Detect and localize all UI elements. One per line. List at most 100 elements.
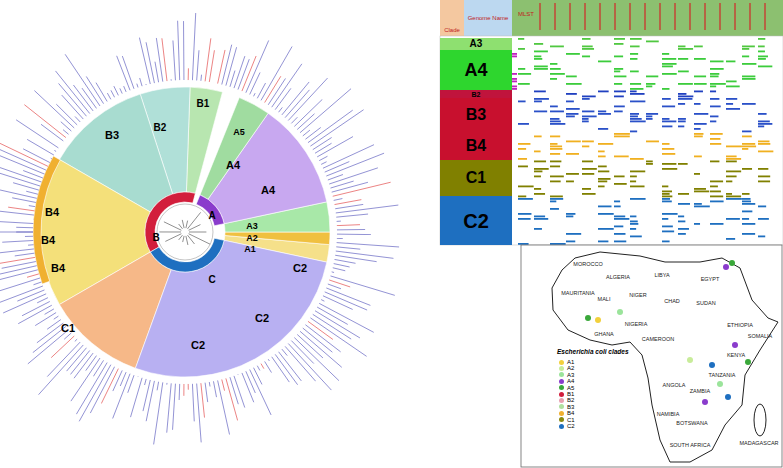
leaf-label-line xyxy=(76,363,107,415)
heatmap-cell xyxy=(614,218,629,220)
leaf-label-line xyxy=(33,219,34,220)
heatmap-cell xyxy=(534,161,546,163)
leaf-label-line xyxy=(335,200,362,205)
heatmap-cell xyxy=(678,103,685,105)
heatmap-cell xyxy=(758,151,773,153)
heatmap-cell xyxy=(614,106,625,108)
heatmap-cell xyxy=(710,196,723,198)
heatmap-cell xyxy=(710,61,724,63)
leaf-label-line xyxy=(26,191,38,194)
heatmap-cell xyxy=(566,241,575,243)
legend-swatch xyxy=(559,379,564,384)
leaf-label-line xyxy=(117,56,130,90)
heatmap-cell xyxy=(742,48,749,50)
leaf-label-line xyxy=(0,232,33,233)
heatmap-cell xyxy=(646,113,658,115)
heatmap-cell xyxy=(662,73,677,75)
heatmap-cell xyxy=(694,103,701,105)
leaf-label-line xyxy=(334,264,350,267)
leaf-label-line xyxy=(137,84,138,88)
heatmap-cell xyxy=(566,53,580,55)
leaf-label-line xyxy=(62,95,84,119)
clade-label: A4 xyxy=(261,185,275,196)
tree-branch xyxy=(189,234,211,244)
clade-label: A1 xyxy=(244,245,256,254)
leaf-label-line xyxy=(183,21,184,80)
heatmap-cell xyxy=(614,183,627,185)
leaf-label-line xyxy=(122,56,134,89)
leaf-label-line xyxy=(313,314,351,339)
heatmap-cell xyxy=(630,198,646,200)
leaf-label-line xyxy=(145,379,147,385)
legend-swatch xyxy=(559,392,564,397)
heatmap-cell xyxy=(726,218,740,220)
heatmap-cell xyxy=(662,213,678,215)
leaf-label-line xyxy=(146,42,154,83)
leaf-label-line xyxy=(337,221,341,222)
leaf-label-line xyxy=(250,72,260,94)
sample-dot xyxy=(732,342,738,348)
country-name: TANZANIA xyxy=(709,373,736,379)
heatmap-cell xyxy=(694,58,706,60)
country-name: NIGER xyxy=(629,293,646,299)
clade-label: B1 xyxy=(197,99,210,109)
sample-dot xyxy=(725,394,731,400)
leaf-label-line xyxy=(67,348,87,371)
clade-label: B3 xyxy=(105,130,119,141)
heatmap-frame xyxy=(440,36,783,245)
leaf-label-line xyxy=(0,143,46,171)
leaf-label-line xyxy=(157,382,159,391)
tree-branch xyxy=(183,236,184,242)
heatmap-cell xyxy=(630,46,640,48)
country-name: SOUTH AFRICA xyxy=(670,443,711,449)
heatmap-cell xyxy=(710,143,721,145)
heatmap-cell xyxy=(614,136,630,138)
legend-swatch xyxy=(559,411,564,416)
sample-dot xyxy=(687,357,693,363)
heatmap-cell xyxy=(518,158,527,160)
legend-swatch xyxy=(559,417,564,422)
heatmap-cell xyxy=(726,103,733,105)
heatmap-cell xyxy=(646,141,659,143)
heatmap-cell xyxy=(534,91,546,93)
heatmap-cell xyxy=(694,91,703,93)
column-header-mark xyxy=(569,3,570,30)
heatmap-cell xyxy=(630,88,643,90)
legend-text: B3 xyxy=(567,404,574,410)
leaf-label-line xyxy=(51,336,74,358)
heatmap-cell xyxy=(758,123,772,125)
heatmap-cell xyxy=(550,208,559,210)
clade-label: C2 xyxy=(255,313,269,324)
heatmap-cell xyxy=(614,201,620,203)
legend-row: C2 xyxy=(559,423,575,429)
heatmap-cell xyxy=(598,178,611,180)
legend-row: A5 xyxy=(559,385,574,391)
heatmap-cell xyxy=(534,218,548,220)
leaf-label-line xyxy=(335,255,376,261)
leaf-label-line xyxy=(34,91,74,128)
leaf-label-line xyxy=(145,84,146,86)
leaf-label-line xyxy=(0,221,33,223)
heatmap-cell xyxy=(726,198,742,200)
leaf-label-line xyxy=(16,227,33,228)
country-name: SUDAN xyxy=(696,301,715,307)
heatmap-cell xyxy=(630,58,637,60)
leaf-label-line xyxy=(60,144,61,145)
heatmap-cell xyxy=(742,136,752,138)
legend-swatch xyxy=(559,360,564,365)
heatmap-cell xyxy=(534,136,542,138)
heatmap-cell xyxy=(534,111,547,113)
tree-branch xyxy=(189,232,206,233)
leaf-label-line xyxy=(192,384,194,422)
heatmap-cell xyxy=(566,181,574,183)
leaf-label-line xyxy=(17,290,44,301)
heatmap-cell xyxy=(678,221,685,223)
leaf-label-line xyxy=(319,303,374,332)
heatmap-cell xyxy=(582,48,594,50)
heatmap-cell xyxy=(726,98,737,100)
leaf-label-line xyxy=(226,47,237,85)
leaf-label-line xyxy=(15,253,35,256)
heatmap-cell xyxy=(518,48,525,50)
leaf-label-line xyxy=(257,366,260,371)
heatmap-cell xyxy=(582,173,594,175)
